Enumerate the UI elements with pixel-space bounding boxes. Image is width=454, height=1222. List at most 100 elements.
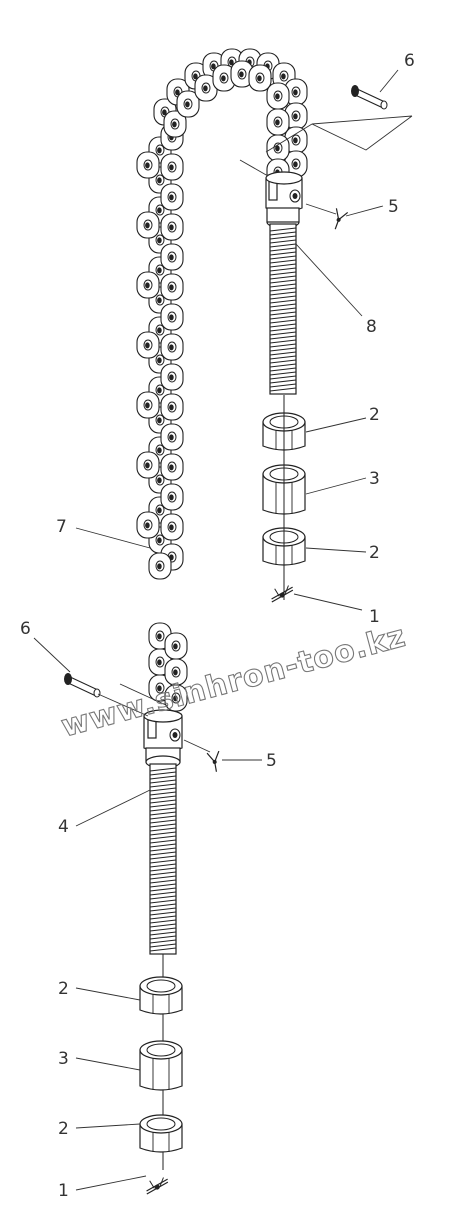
callout-5-upper: 5 [388, 197, 399, 217]
callout-2-lower-a: 2 [58, 979, 69, 999]
callout-1-lower: 1 [58, 1181, 69, 1201]
thread-line [269, 267, 297, 272]
callout-5-lower: 5 [266, 751, 277, 771]
lower-pin [63, 672, 101, 698]
watermark: www.sinhron-too.kz [58, 619, 410, 745]
thread-line [269, 311, 297, 316]
callout-2-lower-b: 2 [58, 1119, 69, 1139]
thread-line [149, 907, 177, 912]
thread-line [149, 823, 177, 828]
thread-line [269, 259, 297, 264]
thread-line [149, 875, 177, 880]
thread-line [149, 811, 177, 816]
leader-lines [33, 69, 399, 1191]
callout-2-upper-b: 2 [369, 543, 380, 563]
thread-line [269, 359, 297, 364]
thread-line [149, 827, 177, 832]
thread-line [269, 343, 297, 348]
upper-clevis [265, 171, 303, 229]
thread-line [269, 303, 297, 308]
thread-line [269, 315, 297, 320]
thread-line [149, 791, 177, 796]
thread-line [149, 835, 177, 840]
thread-line [269, 247, 297, 252]
thread-line [149, 815, 177, 820]
thread-line [269, 363, 297, 368]
thread-line [269, 299, 297, 304]
thread-line [149, 911, 177, 916]
lower-pin-guide-lines [97, 683, 169, 717]
thread-line [269, 367, 297, 372]
lower-tall-nut [139, 1040, 183, 1091]
thread-line [149, 939, 177, 944]
callout-3-lower: 3 [58, 1049, 69, 1069]
thread-line [269, 295, 297, 300]
lower-nut-2 [139, 1114, 183, 1153]
callout-1-upper: 1 [369, 607, 380, 627]
thread-line [149, 947, 177, 952]
thread-line [149, 919, 177, 924]
callout-4: 4 [58, 817, 69, 837]
thread-line [149, 787, 177, 792]
thread-line [149, 871, 177, 876]
thread-line [269, 263, 297, 268]
thread-line [269, 307, 297, 312]
callout-6-upper: 6 [404, 51, 415, 71]
thread-line [269, 375, 297, 380]
thread-line [149, 771, 177, 776]
thread-line [149, 935, 177, 940]
thread-line [149, 799, 177, 804]
thread-line [269, 283, 297, 288]
thread-line [269, 383, 297, 388]
lower-threaded-rod [149, 763, 177, 955]
thread-line [269, 291, 297, 296]
thread-line [149, 795, 177, 800]
callout-6-lower: 6 [20, 619, 31, 639]
thread-line [149, 855, 177, 860]
thread-line [269, 335, 297, 340]
chain-right-strand [266, 78, 308, 186]
thread-line [269, 347, 297, 352]
thread-line [269, 331, 297, 336]
thread-line [149, 775, 177, 780]
thread-line [149, 891, 177, 896]
lower-nut-1 [139, 976, 183, 1015]
upper-pin-guide-lines [239, 115, 413, 177]
thread-line [269, 379, 297, 384]
thread-line [149, 847, 177, 852]
lower-cotter-pin [144, 1176, 170, 1195]
thread-line [149, 831, 177, 836]
lower-cotter-dash-line [183, 739, 211, 753]
thread-line [149, 819, 177, 824]
thread-line [269, 323, 297, 328]
thread-line [149, 943, 177, 948]
thread-line [269, 339, 297, 344]
thread-line [149, 863, 177, 868]
thread-line [149, 843, 177, 848]
thread-line [149, 839, 177, 844]
thread-line [269, 387, 297, 392]
thread-line [149, 923, 177, 928]
thread-line [269, 355, 297, 360]
lower-cotter-5 [206, 750, 220, 772]
callout-3-upper: 3 [369, 469, 380, 489]
thread-line [269, 327, 297, 332]
thread-line [149, 859, 177, 864]
thread-line [269, 271, 297, 276]
thread-line [269, 371, 297, 376]
thread-line [269, 275, 297, 280]
upper-pin [350, 84, 388, 110]
thread-line [269, 319, 297, 324]
thread-line [149, 783, 177, 788]
thread-line [269, 251, 297, 256]
thread-line [269, 231, 297, 236]
thread-line [149, 767, 177, 772]
thread-line [149, 883, 177, 888]
thread-line [269, 235, 297, 240]
thread-line [149, 915, 177, 920]
upper-cotter-pin [269, 584, 295, 603]
thread-line [149, 779, 177, 784]
thread-line [149, 887, 177, 892]
thread-line [269, 243, 297, 248]
